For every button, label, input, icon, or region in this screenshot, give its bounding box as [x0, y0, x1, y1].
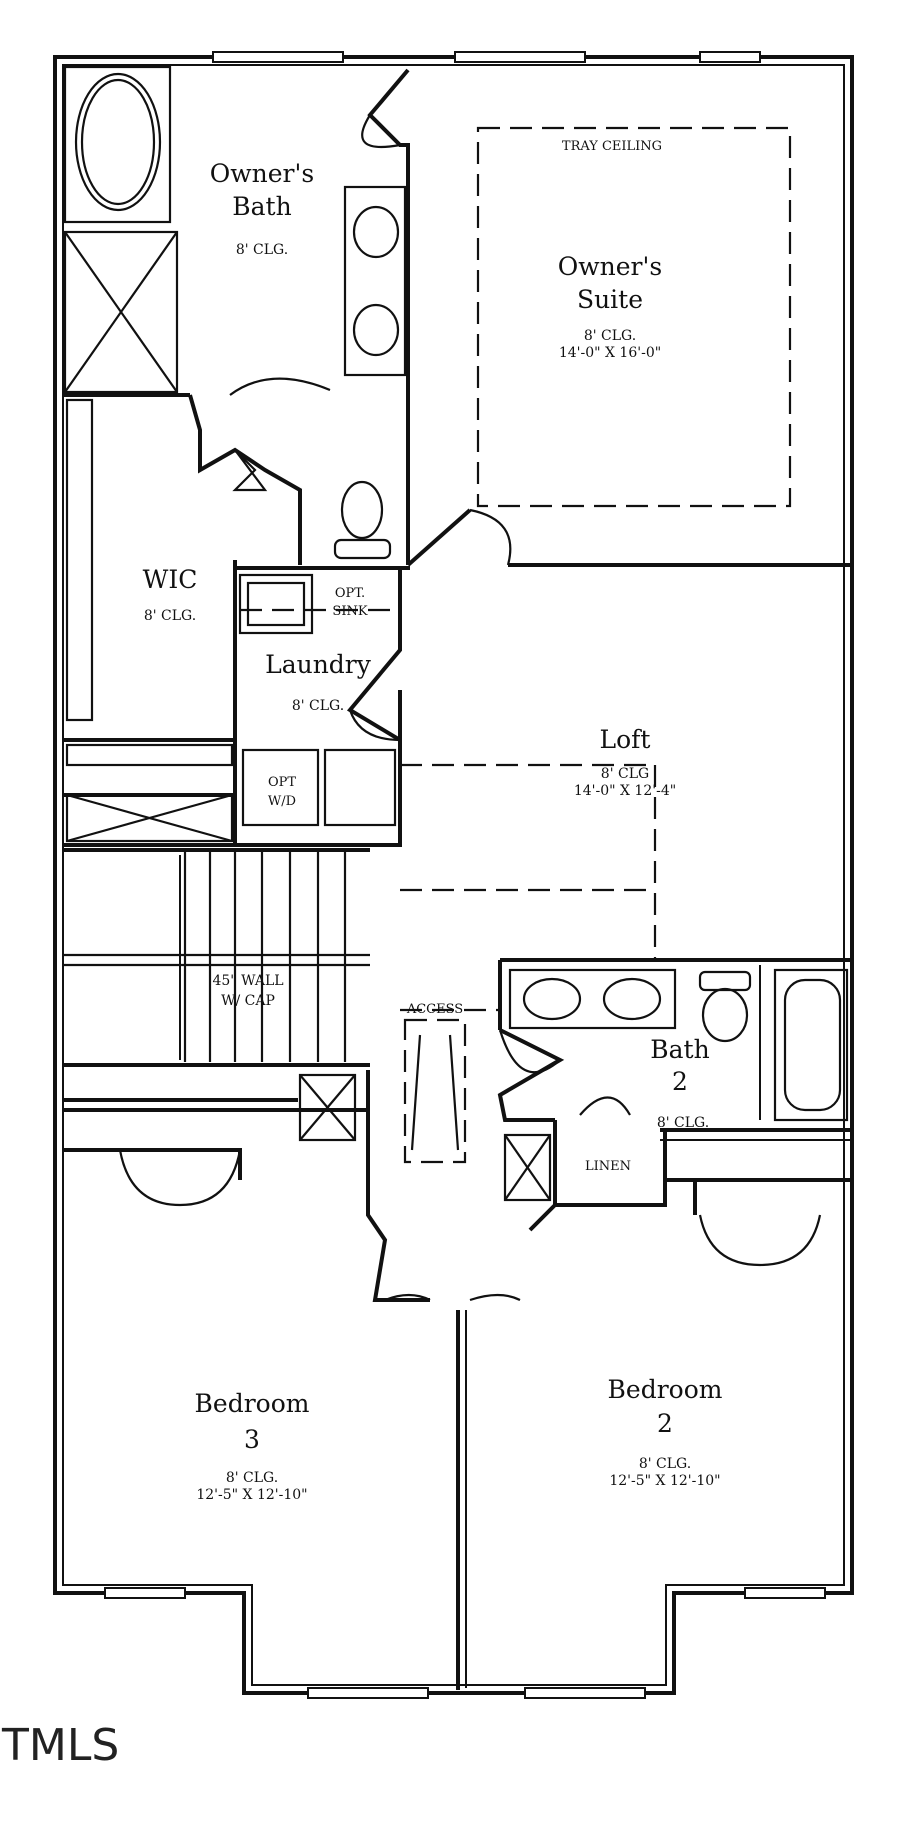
door-swings	[118, 114, 822, 1302]
attic-access	[403, 1018, 467, 1164]
opt-wd-line1: OPT	[268, 775, 296, 790]
room-labels: Owner's Bath 8' CLG. TRAY CEILING Owner'…	[143, 139, 723, 1503]
loft-name: Loft	[600, 725, 651, 754]
stairs	[63, 852, 370, 1142]
bath2-name-line1: Bath	[650, 1035, 709, 1064]
bedroom2-size: 12'-5" X 12'-10"	[609, 1473, 720, 1489]
bedroom2-ceiling: 8' CLG.	[639, 1456, 691, 1472]
laundry-ceiling: 8' CLG.	[292, 698, 344, 714]
bedroom3-name-line2: 3	[244, 1425, 260, 1454]
bath2-ceiling: 8' CLG.	[657, 1115, 709, 1131]
exterior-walls	[53, 55, 854, 1695]
bedroom3-size: 12'-5" X 12'-10"	[196, 1487, 307, 1503]
owners-bath-name-line2: Bath	[232, 192, 291, 221]
owners-suite-name-line2: Suite	[577, 285, 643, 314]
linen-label: LINEN	[585, 1159, 631, 1174]
wic-ceiling: 8' CLG.	[144, 608, 196, 624]
loft-ceiling: 8' CLG	[601, 766, 649, 782]
bedroom2-name-line1: Bedroom	[608, 1375, 723, 1404]
laundry-fixtures	[238, 573, 400, 827]
watermark-text: TMLS	[1, 1720, 119, 1771]
opt-sink-line1: OPT.	[335, 586, 365, 601]
bedroom2-name-line2: 2	[657, 1409, 673, 1438]
interior-walls	[63, 68, 852, 1690]
stair-wall-line1: 45" WALL	[212, 973, 283, 989]
opt-wd-line2: W/D	[268, 794, 296, 809]
bedroom3-name-line1: Bedroom	[195, 1389, 310, 1418]
owners-suite-name-line1: Owner's	[558, 252, 662, 281]
windows	[104, 51, 826, 1699]
laundry-name: Laundry	[265, 650, 372, 679]
wic-name: WIC	[143, 565, 198, 594]
stair-wall-line2: W/ CAP	[221, 993, 275, 1009]
owners-bath-name-line1: Owner's	[210, 159, 314, 188]
bedroom3-ceiling: 8' CLG.	[226, 1470, 278, 1486]
access-label: ACCESS	[406, 1002, 463, 1017]
owners-suite-ceiling: 8' CLG.	[584, 328, 636, 344]
tray-ceiling-label: TRAY CEILING	[562, 139, 662, 154]
ceiling-dash-lines	[400, 126, 792, 1012]
loft-size: 14'-0" X 12'-4"	[574, 783, 676, 799]
owners-suite-size: 14'-0" X 16'-0"	[559, 345, 661, 361]
owners-bath-ceiling: 8' CLG.	[236, 242, 288, 258]
opt-sink-line2: SINK	[332, 604, 367, 619]
bath2-fixtures	[503, 968, 849, 1202]
bath2-name-line2: 2	[672, 1067, 688, 1096]
wic-shelving	[65, 398, 234, 843]
owners-bath-fixtures	[63, 65, 407, 560]
